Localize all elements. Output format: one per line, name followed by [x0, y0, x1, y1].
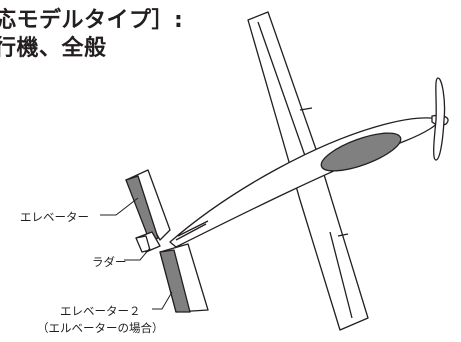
canopy — [320, 132, 402, 172]
tail-detail — [175, 220, 209, 241]
elevator2-label: エレベーター２ — [60, 304, 141, 318]
propeller — [433, 77, 446, 161]
elevator-surface — [125, 175, 159, 243]
rudder-leader-line — [124, 247, 151, 261]
elevator2-note-label: （エルベーターの場合） — [37, 321, 164, 335]
wing-detail-lines — [257, 21, 353, 319]
elevator2-leader-line — [152, 291, 173, 310]
elevator-leader-line — [100, 197, 139, 216]
elevator2-surface — [159, 249, 191, 313]
rudder-surface — [135, 235, 151, 253]
page-title-line-2: 行機、全般 — [0, 36, 107, 61]
rudder-label: ラダー — [92, 255, 127, 269]
elevator-label: エレベーター — [20, 210, 89, 224]
page-title-line-1: 応モデルタイプ］: — [0, 8, 184, 33]
